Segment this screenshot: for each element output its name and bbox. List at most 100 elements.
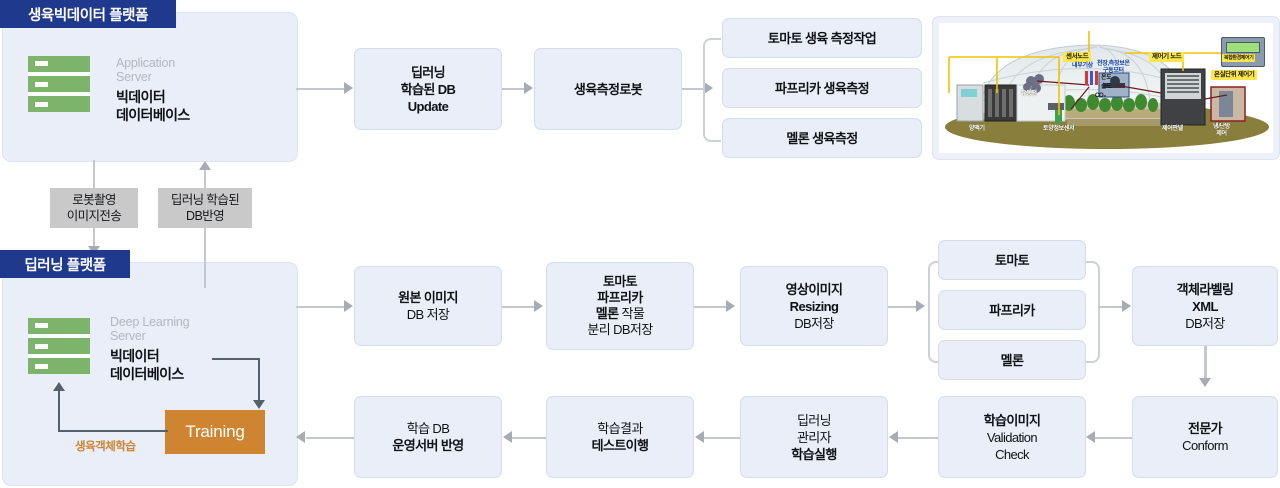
training-loop-bottom-line: [58, 430, 168, 432]
top-flow-line-1: [502, 88, 524, 90]
box-test-execution[interactable]: 학습결과 테스트이행: [546, 396, 694, 478]
training-loop-top-line: [212, 358, 260, 360]
greenhouse-internal-weather-label: 내부기상: [1072, 63, 1093, 69]
bottom-flow-line-1: [512, 437, 546, 439]
box-training-db-deploy-l2: 운영서버 반영: [392, 438, 464, 453]
note-robot-line-top: [93, 160, 95, 188]
box-validation-check-l2: Validation: [986, 429, 1038, 445]
box-training-db-deploy[interactable]: 학습 DB 운영서버 반영: [354, 396, 502, 478]
box-image-resizing[interactable]: 영상이미지 Resizing DB저장: [740, 266, 888, 346]
box-validation-check[interactable]: 학습이미지 Validation Check: [938, 396, 1086, 478]
greenhouse-image-inner: 복합환경제어기 센서노드 제어기 노드 온실단위 제어기 내부기상 온도 습도 …: [939, 23, 1273, 153]
note-robot-line-bottom: [93, 228, 95, 248]
box-crop-split-l3b: 작물: [618, 306, 645, 321]
box-object-labeling[interactable]: 객체라벨링 XML DB저장: [1132, 266, 1278, 346]
mid-flow-arrow-4: [1122, 300, 1131, 312]
box-melon-label: 멜론: [1000, 352, 1024, 368]
box-growth-robot[interactable]: 생육측정로봇: [534, 48, 682, 130]
box-deeplearning-admin-l3: 학습실행: [791, 446, 837, 462]
greenhouse-controller-screen: [1226, 42, 1260, 53]
deeplearning-server-subtitle: Deep Learning Server: [110, 315, 190, 343]
box-original-image-title: 원본 이미지: [398, 290, 458, 305]
box-deeplearning-admin-l2: 관리자: [796, 429, 832, 445]
box-melon-measure[interactable]: 멜론 생육측정: [722, 118, 922, 158]
bottom-flow-arrow-2: [695, 431, 704, 443]
box-crop-split-l2: 파프리카: [597, 290, 643, 305]
box-validation-check-l3: Check: [995, 446, 1029, 462]
box-object-labeling-l2: XML: [1192, 298, 1218, 314]
box-crop-split[interactable]: 토마토 파프리카 멜론 작물 분리 DB저장: [546, 262, 694, 350]
greenhouse-humidity-label: 습도: [1101, 84, 1112, 90]
bottom-flow-line-3: [898, 437, 938, 439]
mid-flow-entry-arrow: [344, 300, 353, 312]
note-deeplearning-db-apply: 딥러닝 학습된 DB반영: [158, 188, 252, 228]
box-paprika-measure[interactable]: 파프리카 생육측정: [722, 68, 922, 108]
bigdata-server-subtitle: Application Server: [116, 56, 175, 84]
training-box[interactable]: Training: [165, 410, 265, 454]
greenhouse-complex-env-controller-label: 복합환경제어기: [1222, 54, 1256, 62]
mid-flow-line-4: [1098, 306, 1122, 308]
box-crop-split-l3: 멜론: [595, 306, 619, 321]
panel-tab-bigdata-platform: 생육빅데이터 플랫폼: [0, 0, 176, 28]
greenhouse-structure-svg: [945, 31, 1269, 149]
mid-flow-arrow-2: [726, 300, 735, 312]
box-expert-conform[interactable]: 전문가 Conform: [1132, 396, 1278, 478]
greenhouse-control-panel-label: 제어판넬: [1162, 126, 1183, 132]
box-original-image[interactable]: 원본 이미지 DB 저장: [354, 266, 502, 346]
greenhouse-circulation-fan-label: 유동팬: [1021, 91, 1037, 97]
box-melon-measure-label: 멜론 생육측정: [786, 130, 858, 146]
note-db-line-top: [204, 170, 206, 188]
note-db-line-bottom: [204, 228, 206, 288]
note-robot-image-transfer: 로봇촬영 이미지전송: [50, 188, 138, 228]
note-db-arrow-up: [199, 161, 211, 170]
greenhouse-unit-controller-tag: 온실단위 제어기: [1211, 70, 1258, 80]
top-flow-entry-line: [296, 88, 344, 90]
box-db-update[interactable]: 딥러닝 학습된 DB Update: [354, 48, 502, 130]
top-flow-arrow-1: [524, 82, 533, 94]
greenhouse-temperature-label: 온도: [1101, 75, 1112, 81]
top-branch-bracket: [703, 38, 721, 142]
greenhouse-diagram-image: 복합환경제어기 센서노드 제어기 노드 온실단위 제어기 내부기상 온도 습도 …: [932, 16, 1280, 160]
training-loop-label: 생육객체학습: [75, 441, 136, 453]
box-tomato-measure[interactable]: 토마토 생육 측정작업: [722, 18, 922, 58]
greenhouse-hvac-control-label: 냉/난방 제어: [1213, 124, 1231, 137]
box-test-execution-l1: 학습결과: [597, 421, 643, 436]
training-loop-up-arrow: [53, 382, 65, 391]
deeplearning-server-title: 빅데이터 데이터베이스: [110, 348, 184, 382]
box-melon[interactable]: 멜론: [938, 340, 1086, 380]
box-deeplearning-admin[interactable]: 딥러닝 관리자 학습실행: [740, 396, 888, 478]
box-deeplearning-admin-l1: 딥러닝: [796, 412, 832, 428]
box-validation-check-l1: 학습이미지: [983, 412, 1041, 428]
xml-to-conform-line: [1204, 346, 1207, 380]
box-image-resizing-l2: Resizing: [789, 298, 839, 314]
greenhouse-controller-node-tag: 제어기 노드: [1149, 52, 1185, 62]
mid-branch-bracket-left: [928, 261, 944, 363]
bottom-flow-line-2: [704, 437, 740, 439]
panel-tab-deeplearning-platform: 딥러닝 플랫폼: [0, 250, 130, 278]
bottom-flow-line-4: [1095, 437, 1132, 439]
box-training-db-deploy-l1: 학습 DB: [406, 421, 450, 436]
greenhouse-nutrient-machine-label: 양액기: [969, 126, 985, 132]
server-rack-icon-bigdata: [28, 56, 90, 112]
box-expert-conform-l2: Conform: [1182, 438, 1228, 453]
box-test-execution-l2: 테스트이행: [591, 438, 649, 453]
box-growth-robot-label: 생육측정로봇: [573, 81, 643, 97]
box-object-labeling-l3: DB저장: [1185, 315, 1225, 331]
greenhouse-co2-label: CO₂: [1095, 93, 1106, 99]
box-crop-split-l4: 분리 DB저장: [587, 322, 653, 337]
mid-flow-line-1: [502, 306, 534, 308]
greenhouse-ceiling-motor-label: 천장,측장보온 구동모터: [1097, 61, 1130, 74]
box-db-update-line2: 학습된 DB: [400, 81, 456, 97]
box-expert-conform-l1: 전문가: [1187, 421, 1223, 436]
box-paprika-measure-label: 파프리카 생육측정: [775, 80, 870, 96]
mid-flow-line-3: [888, 306, 916, 308]
bigdata-server-title: 빅데이터 데이터베이스: [116, 89, 190, 123]
box-db-update-line3: Update: [407, 98, 449, 114]
training-loop-down-line: [258, 358, 260, 402]
box-tomato[interactable]: 토마토: [938, 240, 1086, 280]
box-tomato-label: 토마토: [994, 252, 1030, 268]
box-paprika[interactable]: 파프리카: [938, 290, 1086, 330]
box-tomato-measure-label: 토마토 생육 측정작업: [767, 30, 877, 46]
box-image-resizing-l3: DB저장: [794, 315, 834, 331]
greenhouse-sensor-node-tag: 센서노드: [1063, 52, 1092, 62]
